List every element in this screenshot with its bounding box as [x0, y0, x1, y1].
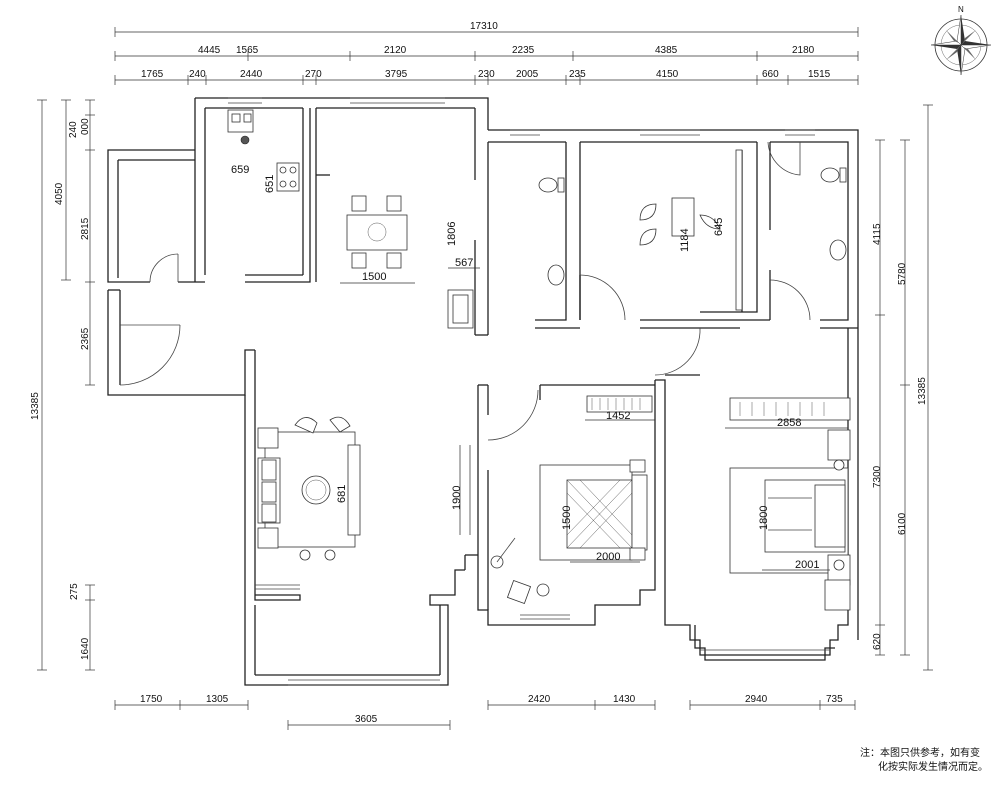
bottom-dimensions: 1750 1305 3605 2420 1430 2940 735 [114, 694, 856, 730]
study-desk [639, 149, 743, 311]
inner-dimensions: 659 651 1500 1806 567 1184 645 1452 2858… [231, 164, 848, 571]
dim-inner-1500b: 1500 [561, 506, 573, 530]
dim-top1-2: 2120 [384, 45, 407, 56]
dim-left-1640: 1640 [80, 637, 91, 660]
compass-icon: N [930, 5, 992, 76]
dim-inner-2001: 2001 [795, 559, 819, 571]
dim-inner-1184: 1184 [679, 228, 691, 252]
dim-top2-7: 235 [569, 69, 586, 80]
top-dimensions: 17310 4445 1565 2120 2235 4385 2180 1765… [114, 21, 859, 85]
dim-top1-0: 4445 [198, 45, 221, 56]
dim-inner-1452: 1452 [606, 410, 630, 422]
dim-top2-8: 4150 [656, 69, 679, 80]
dining-table [346, 195, 408, 269]
dim-left-total: 13385 [30, 392, 41, 420]
dim-inner-1800: 1800 [758, 506, 770, 530]
compass-north-label: N [958, 5, 964, 14]
dim-right-5780: 5780 [897, 262, 908, 285]
toilet-bath1 [538, 177, 565, 286]
dim-top2-0: 1765 [141, 69, 164, 80]
dim-left-2815: 2815 [80, 217, 91, 240]
dim-top1-5: 2180 [792, 45, 815, 56]
bed-master [729, 429, 851, 611]
dim-bottom-1750: 1750 [140, 694, 163, 705]
right-dimensions: 4115 7300 620 5780 6100 13385 [872, 104, 933, 671]
dim-right-total: 13385 [917, 377, 928, 405]
dim-inner-567: 567 [455, 257, 473, 269]
dim-top2-3: 270 [305, 69, 322, 80]
dim-right-6100: 6100 [897, 512, 908, 535]
dim-inner-659: 659 [231, 164, 249, 176]
dim-inner-1500a: 1500 [362, 271, 386, 283]
dim-left-275: 275 [69, 583, 80, 600]
kitchen-fixtures [227, 109, 300, 192]
wardrobe-master [729, 397, 851, 421]
toilet-bath2 [820, 167, 847, 261]
dim-top2-6: 2005 [516, 69, 539, 80]
dim-inner-2858: 2858 [777, 417, 801, 429]
dim-inner-645: 645 [713, 218, 725, 236]
note: 注：本图只供参考，如有变 化按实际发生情况而定。 [860, 746, 988, 773]
wardrobe-middle [586, 395, 653, 413]
dim-bottom-2940: 2940 [745, 694, 768, 705]
dim-inner-1806: 1806 [446, 222, 458, 246]
dim-top2-2: 2440 [240, 69, 263, 80]
dim-bottom-735: 735 [826, 694, 843, 705]
dim-top1-4: 4385 [655, 45, 678, 56]
dim-left-2365: 2365 [80, 327, 91, 350]
note-line-1: 注：本图只供参考，如有变 [860, 746, 980, 759]
dim-top2-10: 1515 [808, 69, 831, 80]
dim-bottom-2420: 2420 [528, 694, 551, 705]
left-dimensions: 13385 4050 240 000 2815 2365 275 1640 [30, 99, 95, 671]
dim-top2-1: 240 [189, 69, 206, 80]
dim-left-240: 240 [68, 121, 79, 138]
dim-top2-4: 3795 [385, 69, 408, 80]
dim-left-4050: 4050 [54, 182, 65, 205]
dim-left-000: 000 [80, 118, 91, 135]
dim-total-top: 17310 [470, 21, 498, 32]
dim-top2-5: 230 [478, 69, 495, 80]
dim-inner-2000: 2000 [596, 551, 620, 563]
note-line-2: 化按实际发生情况而定。 [878, 760, 988, 773]
dim-top1-3: 2235 [512, 45, 535, 56]
dim-bottom-1305: 1305 [206, 694, 229, 705]
dim-right-4115: 4115 [872, 223, 883, 245]
dim-bottom-1430: 1430 [613, 694, 636, 705]
walls [107, 97, 859, 686]
dim-top2-9: 660 [762, 69, 779, 80]
windows [228, 97, 830, 686]
cabinet-dining [447, 289, 474, 329]
dim-inner-1900: 1900 [451, 486, 463, 510]
bed-middle [490, 459, 648, 605]
dim-inner-651: 651 [264, 175, 276, 193]
sofa-set [257, 416, 361, 561]
dim-bottom-3605: 3605 [355, 714, 378, 725]
dim-right-7300: 7300 [872, 465, 883, 488]
dim-top1-1: 1565 [236, 45, 259, 56]
dim-inner-681: 681 [336, 485, 348, 503]
doors [119, 141, 811, 441]
dim-right-620: 620 [872, 633, 883, 650]
